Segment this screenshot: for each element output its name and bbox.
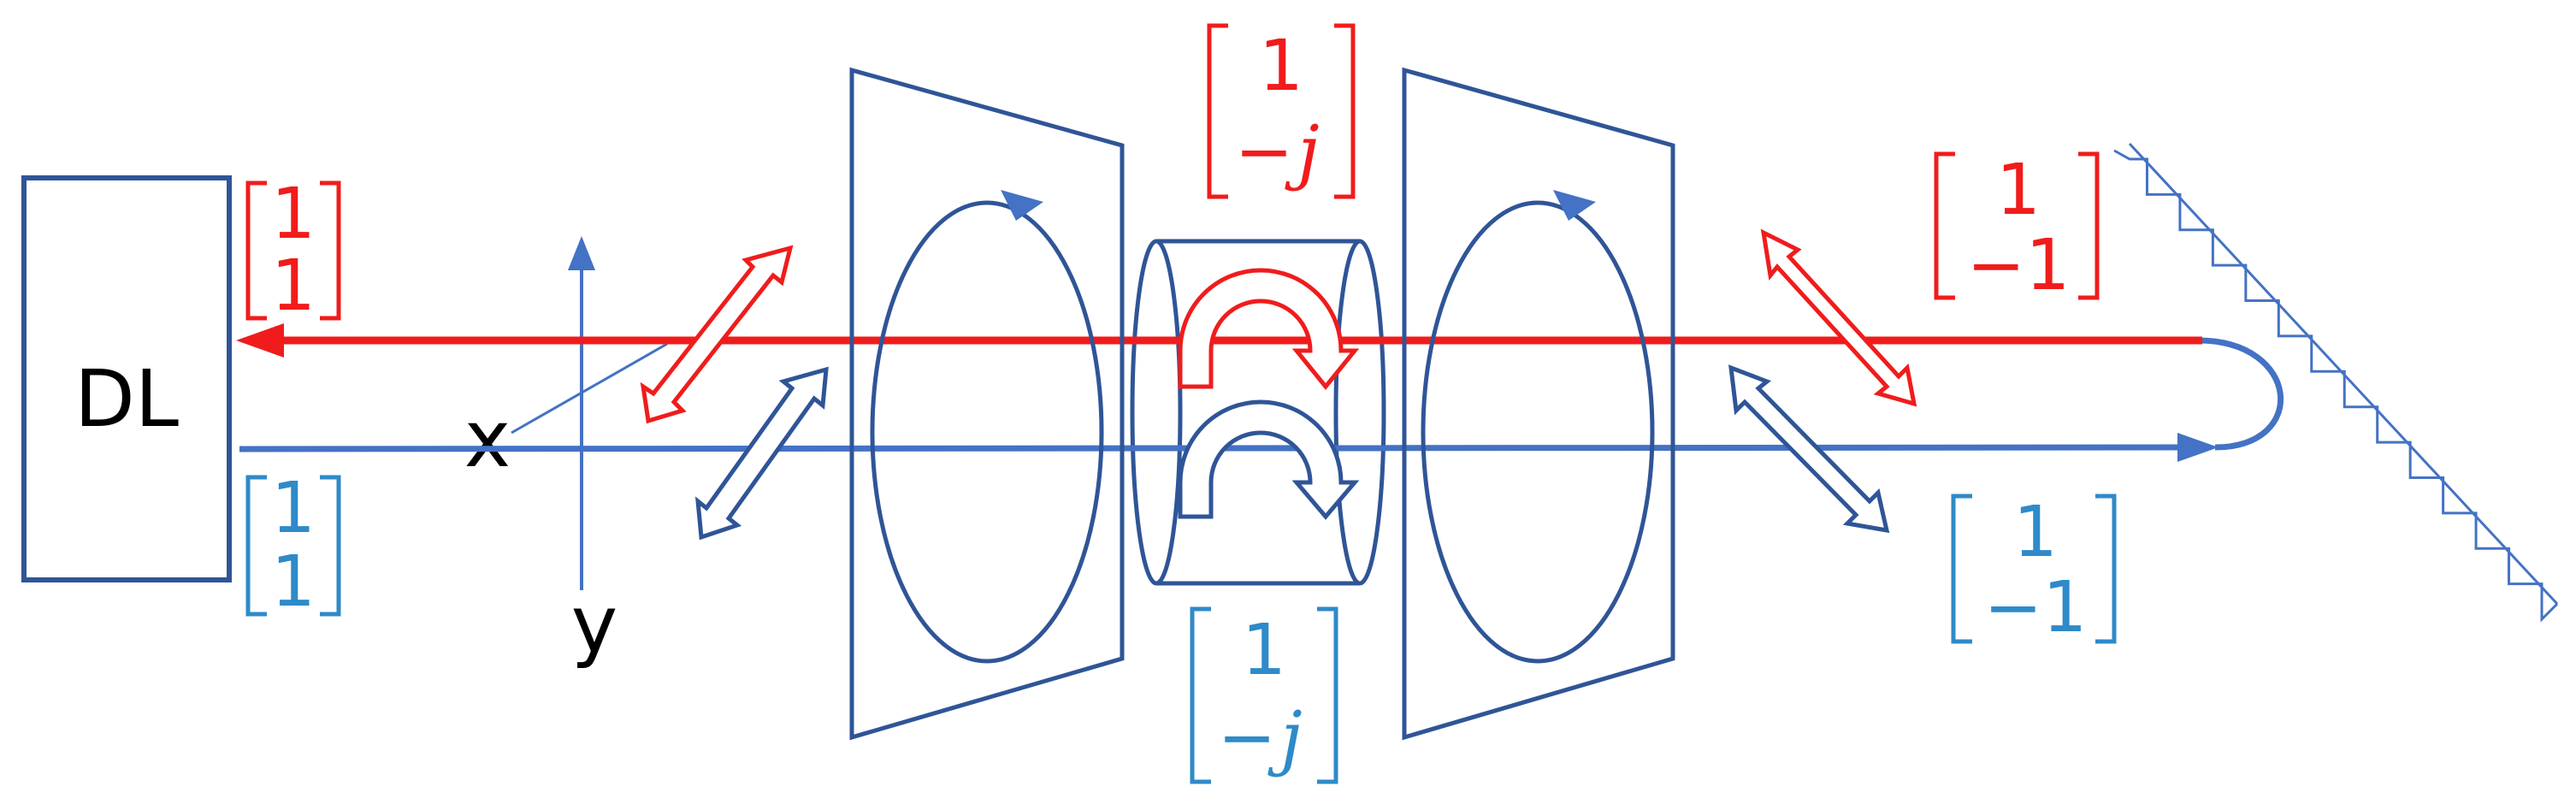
grating-blue-vector-top: 1 bbox=[2013, 492, 2058, 573]
diffraction-grating bbox=[2113, 142, 2559, 623]
x-axis-line bbox=[511, 342, 668, 435]
qwp-red-vector-top: 1 bbox=[1259, 26, 1303, 107]
dl-red-vector-bottom: 1 bbox=[271, 245, 316, 327]
qwp-red-vector bbox=[1207, 23, 1356, 199]
qwp-blue-vector bbox=[1190, 606, 1338, 784]
red-rotation-arrow-icon bbox=[1178, 268, 1360, 390]
wave-plate-cylinder bbox=[1130, 239, 1386, 586]
red-polarization-arrow-right bbox=[1760, 228, 1917, 407]
diode-laser: DL bbox=[21, 175, 232, 582]
qwp-blue-vector-minus: − bbox=[1218, 697, 1277, 778]
dl-blue-vector-bottom: 1 bbox=[271, 541, 316, 623]
blue-polarization-arrow-right bbox=[1728, 364, 1890, 534]
dl-blue-vector-top: 1 bbox=[271, 468, 316, 549]
x-axis-label: x bbox=[464, 393, 511, 485]
rotation-arrowhead-icon bbox=[1553, 190, 1596, 221]
qwp-red-vector-minus: − bbox=[1235, 111, 1294, 192]
blue-rotation-arrow-icon bbox=[1178, 399, 1360, 520]
grating-red-vector-bottom: −1 bbox=[1967, 225, 2071, 306]
rotation-arrowhead-icon bbox=[1001, 190, 1043, 221]
y-axis bbox=[568, 236, 595, 590]
dl-red-vector bbox=[245, 180, 341, 321]
grating-red-vector-top: 1 bbox=[1996, 150, 2041, 231]
polarizer-plate-left bbox=[849, 67, 1125, 741]
grating-blue-vector-bottom: −1 bbox=[1984, 567, 2088, 648]
grating-blue-vector bbox=[1951, 494, 2117, 644]
blue-polarization-arrow-left bbox=[694, 366, 829, 541]
dl-red-vector-top: 1 bbox=[271, 174, 316, 255]
grating-red-vector bbox=[1934, 151, 2100, 300]
dl-blue-vector bbox=[245, 475, 341, 617]
qwp-blue-vector-top: 1 bbox=[1242, 610, 1286, 691]
red-polarization-arrow-left bbox=[640, 245, 794, 424]
y-axis-label: y bbox=[571, 579, 617, 671]
beam-return-loop bbox=[2197, 337, 2284, 451]
laser-label: DL bbox=[74, 353, 179, 445]
polarizer-plate-right bbox=[1402, 67, 1675, 741]
